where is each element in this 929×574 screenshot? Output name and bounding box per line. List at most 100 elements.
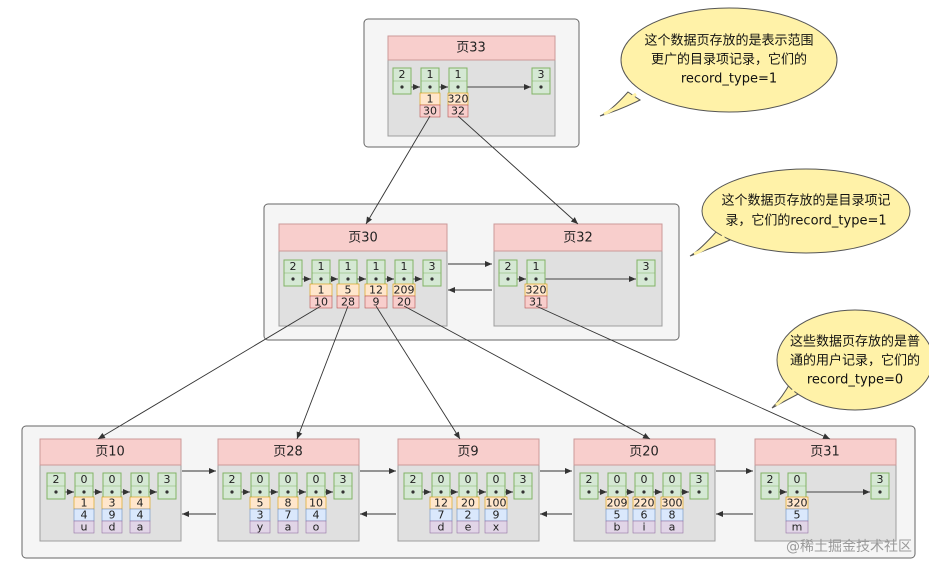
record-type-label: 2 [290,260,297,273]
next-record-dot [521,490,525,494]
page-number-value: 30 [423,105,437,118]
callout-line: 这些数据页存放的是普 [790,334,920,350]
column-c1-value: 12 [434,497,448,510]
record-slot: 1 [526,259,546,287]
record-slot: 1 [394,259,414,287]
next-record-dot [411,490,415,494]
record-type-label: 1 [318,260,325,273]
page-header [754,438,897,466]
column-c1-value: 220 [634,497,655,510]
next-record-dot [795,490,799,494]
record-slot: 1 [448,67,468,95]
next-record-dot [400,85,404,89]
column-c2-value: 7 [438,509,445,522]
page-header [278,223,448,252]
page-header [217,438,360,466]
page-title: 页32 [563,231,593,246]
record-type-label: 2 [767,473,774,486]
record-slot: 1 [420,67,440,95]
column-c1-value: 320 [787,497,808,510]
record-slot: 3 [636,259,656,287]
column-c2-value: 4 [313,509,320,522]
link-p30-to-p28 [296,305,349,440]
record-type-label: 0 [109,473,116,486]
min-key-value: 5 [345,284,352,297]
column-c1-value: 209 [607,497,628,510]
record-slot: 3 [870,472,890,500]
page-title: 页30 [348,231,378,246]
next-record-dot [456,85,460,89]
record-slot: 0 [607,472,627,500]
record-type-label: 2 [410,473,417,486]
record-type-label: 0 [257,473,264,486]
record-slot: 1 [366,259,386,287]
record-type-label: 0 [493,473,500,486]
record-type-label: 0 [465,473,472,486]
column-c1-value: 1 [81,497,88,510]
column-c3-value: a [669,521,676,534]
column-c3-value: u [81,521,88,534]
next-record-dot [494,490,498,494]
callout-root-level: 这个数据页存放的是表示范围 更广的目录项记录，它们的 record_type=1 [599,7,838,117]
record-type-label: 3 [538,68,545,81]
min-key-value: 320 [448,93,469,106]
min-key-value: 1 [427,93,434,106]
min-key-value: 1 [318,284,325,297]
link-p33-to-p30 [365,115,431,225]
record-type-label: 0 [794,473,801,486]
record-type-label: 2 [399,68,406,81]
column-c1-value: 10 [309,497,323,510]
user-record: 44a [129,497,151,534]
record-slot: 1 [338,259,358,287]
column-c2-value: 3 [257,509,264,522]
record-type-label: 3 [429,260,436,273]
page-title: 页28 [273,445,303,460]
record-slot: 2 [498,259,518,287]
link-p30-to-p20 [403,305,651,440]
callout-line: 这个数据页存放的是表示范围 [644,33,813,49]
record-slot: 0 [662,472,682,500]
page-number-value: 31 [529,296,543,309]
record-type-label: 1 [427,68,434,81]
column-c1-value: 8 [285,497,292,510]
page-title: 页20 [629,445,659,460]
next-record-dot [346,277,350,281]
next-record-dot [587,490,591,494]
next-record-dot [642,490,646,494]
record-slot: 0 [130,472,150,500]
column-c2-value: 5 [614,509,621,522]
column-c1-value: 5 [257,497,264,510]
record-type-label: 3 [696,473,703,486]
record-slot: 0 [278,472,298,500]
column-c3-value: a [285,521,292,534]
column-c3-value: o [313,521,320,534]
record-type-label: 0 [669,473,676,486]
next-record-dot [319,277,323,281]
record-slot: 2 [579,472,599,500]
record-type-label: 3 [164,473,171,486]
directory-record: 528 [336,284,360,309]
next-record-dot [670,490,674,494]
column-c1-value: 3 [109,497,116,510]
page-header [493,223,663,252]
record-slot: 3 [157,472,177,500]
next-record-dot [230,490,234,494]
page-number-value: 20 [397,296,411,309]
record-type-label: 3 [340,473,347,486]
record-slot: 2 [392,67,412,95]
record-type-label: 1 [455,68,462,81]
record-slot: 2 [760,472,780,500]
page-header [573,438,716,466]
min-key-value: 12 [369,284,383,297]
